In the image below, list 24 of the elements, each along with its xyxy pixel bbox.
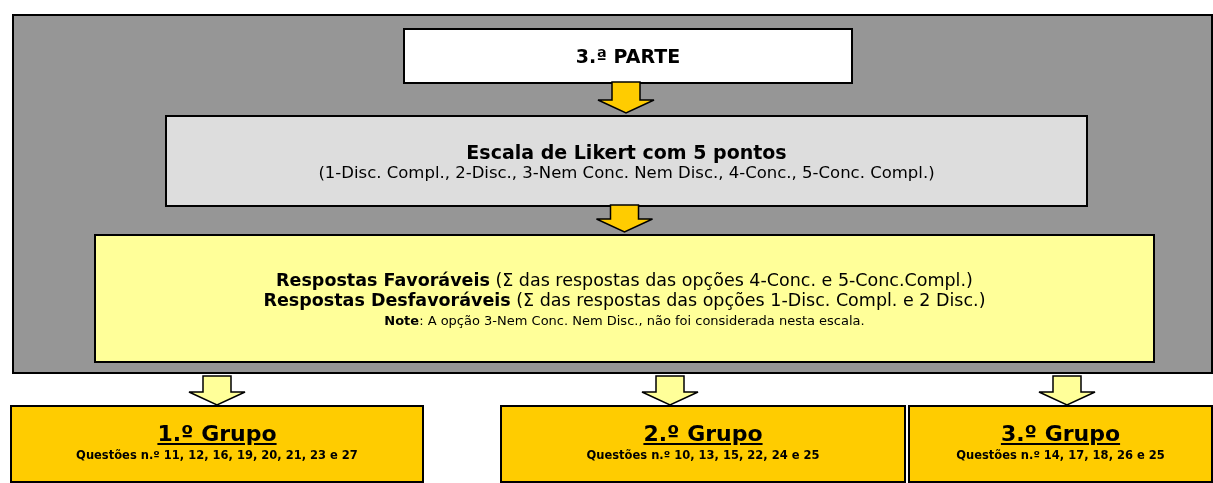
group-box [10,405,424,483]
unfavorable-responses-text: Respostas Desfavoráveis (Σ das respostas das opções 1-Disc. Compl. e 2 Disc.) [263,289,986,310]
title-box [403,28,853,84]
block-arrow [1038,375,1096,406]
group-box [908,405,1213,483]
scale-title: Escala de Likert com 5 pontos [466,140,787,163]
question-list: Questões n.º 11, 12, 16, 19, 20, 21, 23 e 27 [76,448,358,462]
note-text: Note: A opção 3-Nem Conc. Nem Disc., não foi considerada nesta escala. [384,312,865,328]
group-title: 2.º Grupo [643,421,763,446]
scale-description: (1-Disc. Compl., 2-Disc., 3-Nem Conc. Nem Disc., 4-Conc., 5-Conc. Compl.) [318,162,935,182]
block-arrow [641,375,699,406]
group-box [500,405,906,483]
group-title: 1.º Grupo [157,421,277,446]
block-arrow [595,204,654,233]
question-list: Questões n.º 14, 17, 18, 26 e 25 [956,448,1165,462]
block-arrow [188,375,246,406]
block-arrow [597,81,655,114]
question-list: Questões n.º 10, 13, 15, 22, 24 e 25 [586,448,820,462]
group-title: 3.º Grupo [1000,421,1121,446]
responses-box [94,234,1155,363]
favorable-responses-text: Respostas Favoráveis (Σ das respostas das opções 4-Conc. e 5-Conc.Compl.) [276,269,973,290]
scale-box [165,115,1088,207]
section-panel [12,14,1213,374]
title-text: 3.ª PARTE [575,45,681,67]
